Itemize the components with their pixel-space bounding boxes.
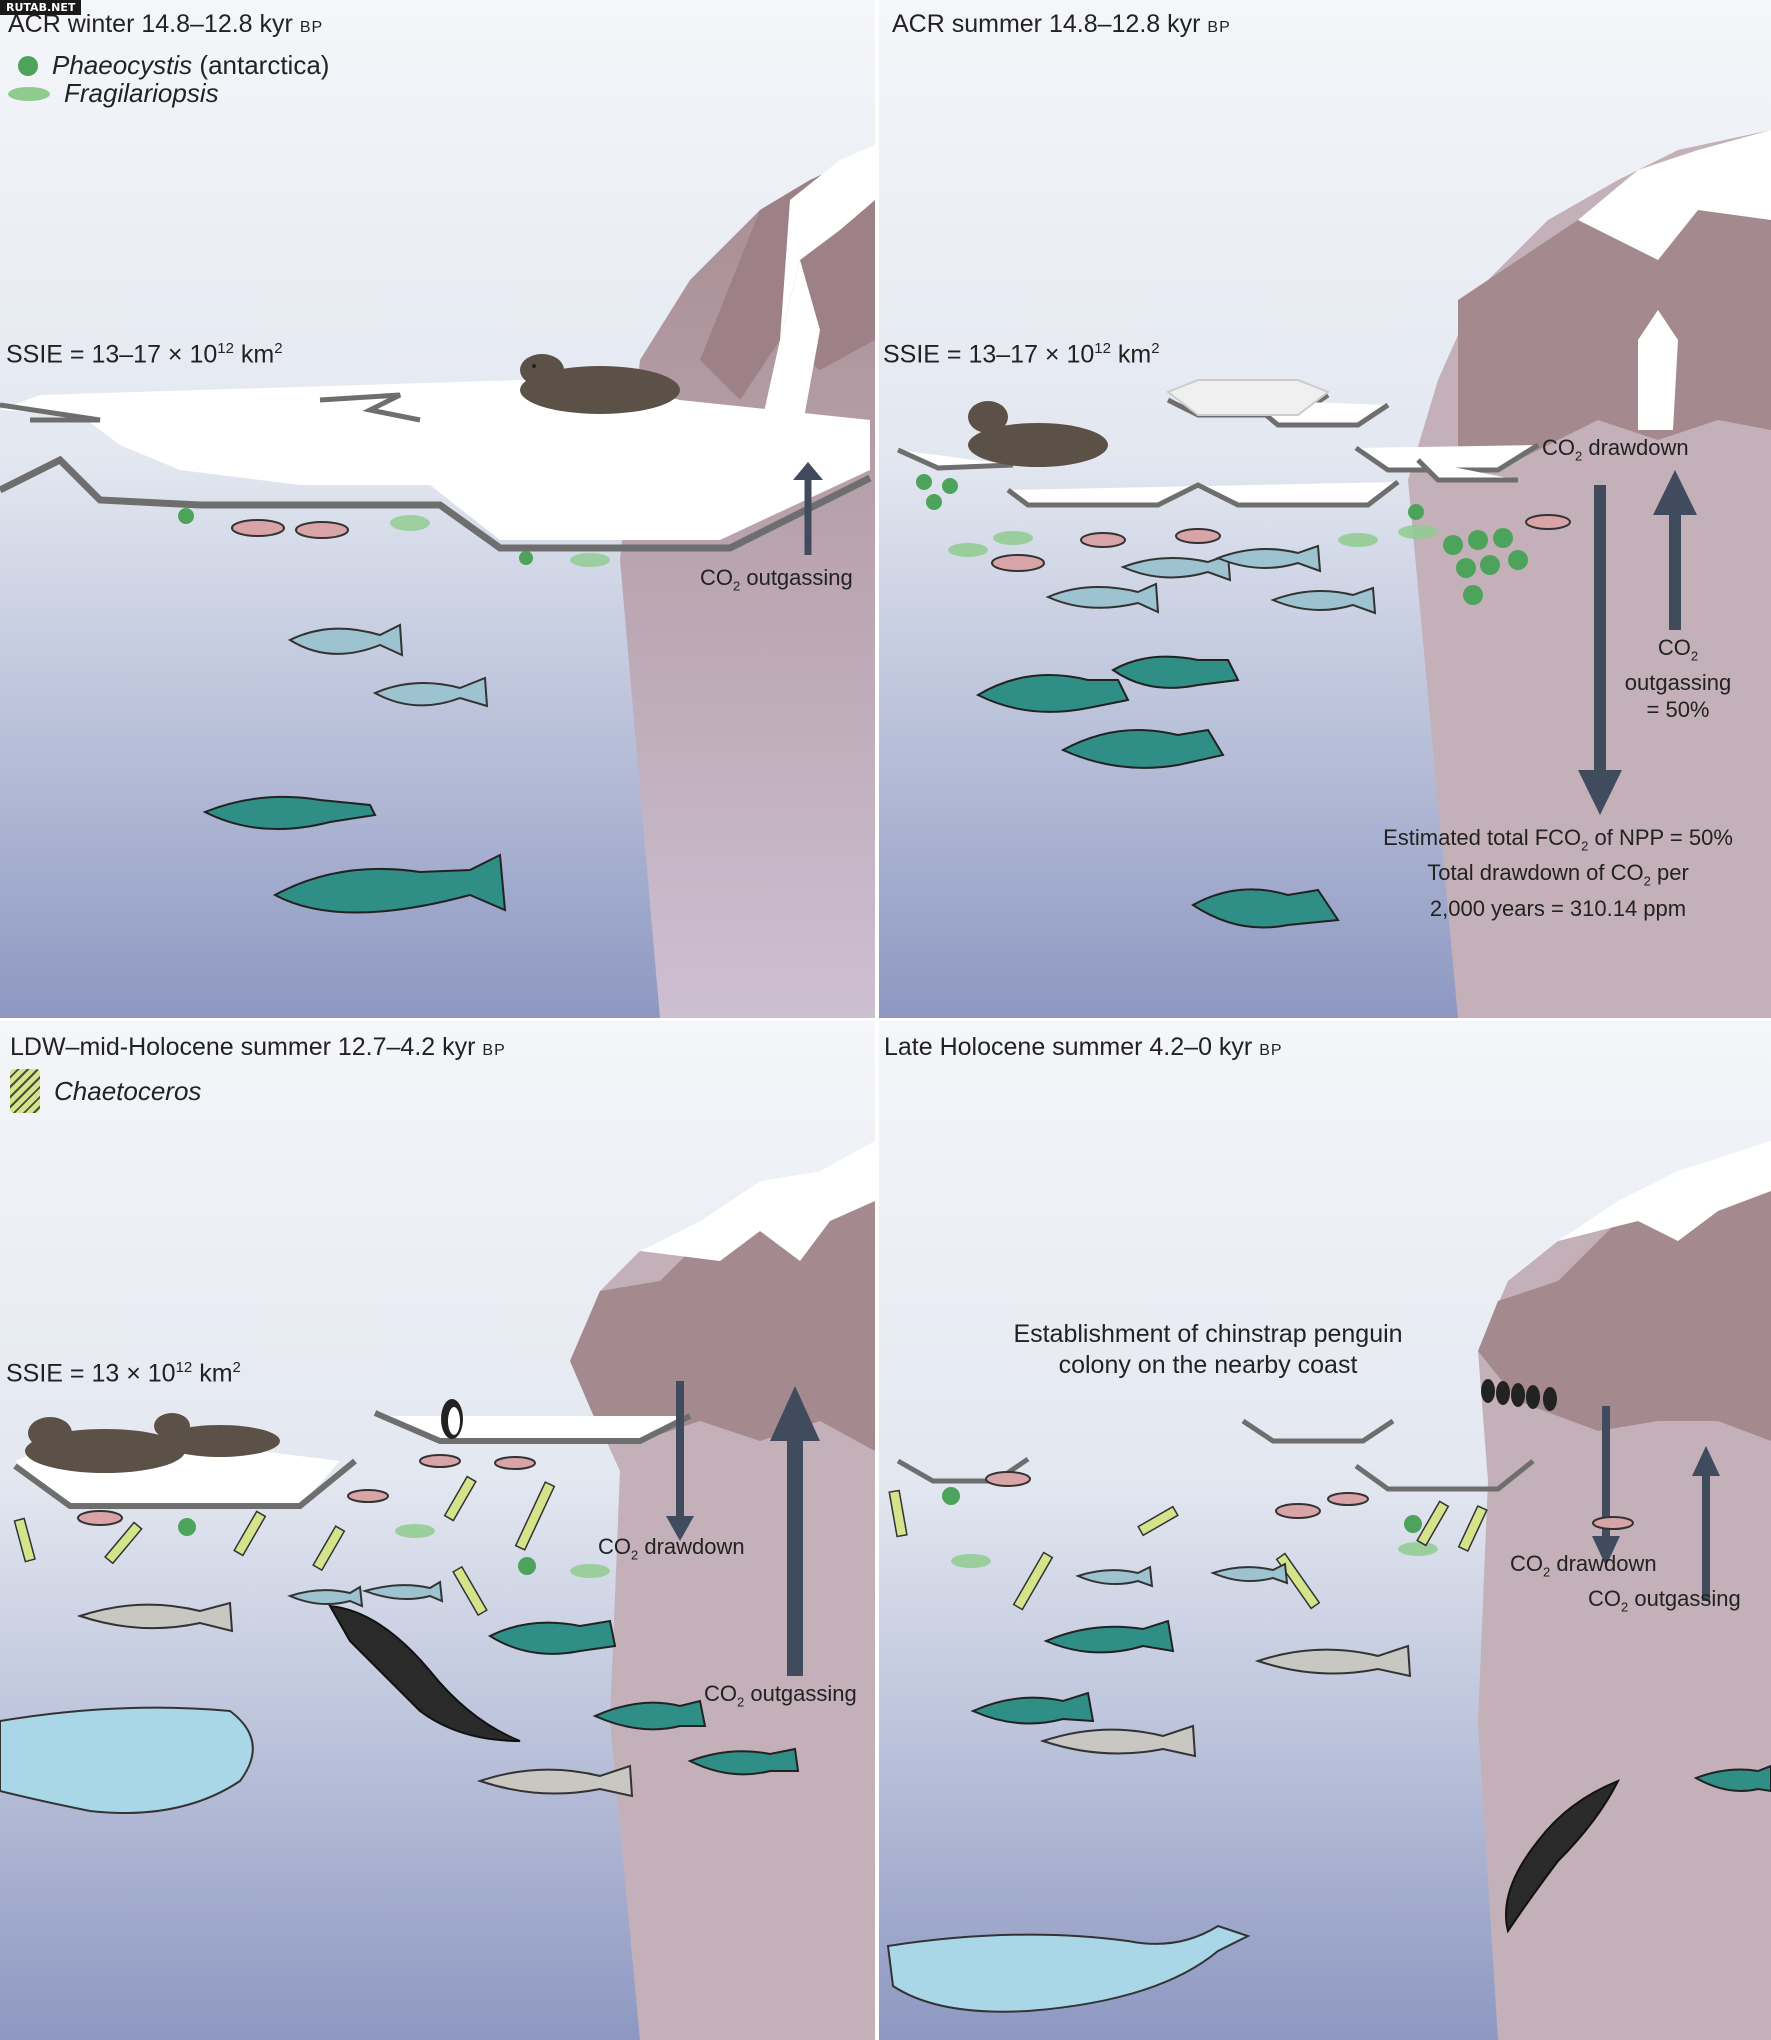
ice-edge — [13, 1458, 357, 1509]
panel-late-holocene: Late Holocene summer 4.2–0 kyr BP Establ… — [878, 1021, 1771, 2040]
legend-fragilariopsis: Fragilariopsis — [8, 78, 219, 109]
penguin-colony — [1481, 1379, 1557, 1411]
whale — [0, 1706, 254, 1814]
co2-outgassing-label: CO2 outgassing — [700, 565, 853, 594]
panel-title: Late Holocene summer 4.2–0 kyr BP — [884, 1033, 1283, 1061]
ssie-label: SSIE = 13 × 1012 km2 — [6, 1359, 241, 1388]
penguin-colony-label: Establishment of chinstrap penguin colon… — [1013, 1320, 1403, 1379]
legend-phaeocystis: Phaeocystis (antarctica) — [18, 50, 329, 81]
krill — [231, 519, 285, 537]
co2-drawdown-arrow-head — [666, 1516, 694, 1541]
fish-teal-group — [970, 1619, 1771, 1793]
panel-acr-winter: ACR winter 14.8–12.8 kyr BP Phaeocystis … — [0, 0, 875, 1018]
ice-edge — [896, 1456, 1030, 1484]
chaetoceros-icon — [10, 1069, 40, 1113]
legend-chaetoceros: Chaetoceros — [10, 1069, 201, 1113]
panel-title: LDW–mid-Holocene summer 12.7–4.2 kyr BP — [10, 1033, 506, 1061]
whale — [886, 1924, 1251, 2013]
fish-teal — [202, 795, 507, 914]
fish-teal-group — [975, 655, 1340, 929]
krill-group — [77, 1454, 536, 1526]
co2-outgassing-label: CO2 outgassing — [704, 1681, 857, 1710]
phaeocystis-cells — [178, 1518, 536, 1575]
co2-drawdown-label: CO2 drawdown — [1542, 435, 1689, 464]
phaeocystis-icon — [18, 55, 38, 76]
grey-fish-group — [1039, 1644, 1412, 1758]
fish-group — [1045, 544, 1377, 615]
krill-group — [985, 1471, 1634, 1530]
glacier — [1578, 130, 1771, 260]
panel-ldw-illustration — [0, 1021, 875, 2040]
fish-group — [287, 1580, 444, 1608]
ssie-label: SSIE = 13–17 × 1012 km2 — [883, 340, 1160, 369]
panel-title: ACR summer 14.8–12.8 kyr BP — [892, 10, 1231, 38]
panel-acr-summer-illustration — [878, 0, 1771, 1018]
co2-outgassing-share-label: CO2 outgassing = 50% — [1624, 635, 1732, 723]
panel-divider-horizontal — [0, 1018, 1771, 1021]
seal — [968, 401, 1108, 467]
fragilariopsis-cell — [390, 515, 430, 531]
phaeocystis-cells — [942, 1487, 1422, 1533]
panel-acr-winter-illustration — [0, 0, 875, 1018]
phaeocystis-cell — [178, 508, 194, 524]
fish-group — [1075, 1562, 1289, 1588]
fish — [287, 623, 489, 708]
fragilariopsis-cells — [951, 1542, 1438, 1568]
ssie-label: SSIE = 13–17 × 1012 km2 — [6, 340, 283, 369]
krill-group — [991, 514, 1571, 572]
glacier — [1558, 1141, 1771, 1241]
chaetoceros-group — [13, 1475, 556, 1617]
seal-group — [25, 1413, 280, 1473]
co2-outgassing-arrow-head — [793, 462, 823, 480]
estimated-drawdown-label: Estimated total FCO2 of NPP = 50% Total … — [1383, 825, 1733, 921]
panel-late-holocene-illustration — [878, 1021, 1771, 2040]
fragilariopsis-icon — [8, 86, 50, 101]
watermark: RUTAB.NET — [0, 0, 82, 15]
co2-drawdown-label: CO2 drawdown — [1510, 1551, 1657, 1580]
grey-fish-group — [76, 1601, 634, 1798]
co2-outgassing-arrow-head — [770, 1386, 820, 1441]
panel-acr-summer: ACR summer 14.8–12.8 kyr BP SSIE = 13–17… — [878, 0, 1771, 1018]
co2-drawdown-arrow-head — [1592, 1536, 1620, 1566]
phaeocystis-cell — [519, 551, 533, 565]
sea-ice — [0, 380, 870, 540]
fragilariopsis-cells — [395, 1524, 610, 1578]
phaeocystis-cluster — [916, 474, 1528, 605]
dolphin — [1505, 1779, 1621, 1934]
fragilariopsis-cell — [570, 553, 610, 567]
dolphin — [328, 1604, 521, 1742]
co2-outgassing-arrow-head — [1653, 470, 1697, 515]
co2-drawdown-arrow-head — [1578, 770, 1622, 815]
krill — [295, 521, 349, 539]
penguin — [441, 1399, 463, 1439]
co2-outgassing-label: CO2 outgassing — [1588, 1586, 1741, 1615]
panel-ldw-mid-holocene: LDW–mid-Holocene summer 12.7–4.2 kyr BP … — [0, 1021, 875, 2040]
glacier — [780, 145, 875, 340]
co2-outgassing-arrow-head — [1692, 1446, 1720, 1476]
seal — [520, 354, 680, 414]
chaetoceros-group — [888, 1489, 1488, 1611]
ice-edge — [0, 455, 872, 552]
fish-teal-group — [487, 1619, 800, 1776]
fragilariopsis-cells — [948, 525, 1438, 557]
co2-drawdown-label: CO2 drawdown — [598, 1534, 745, 1563]
glacier — [640, 1141, 875, 1261]
